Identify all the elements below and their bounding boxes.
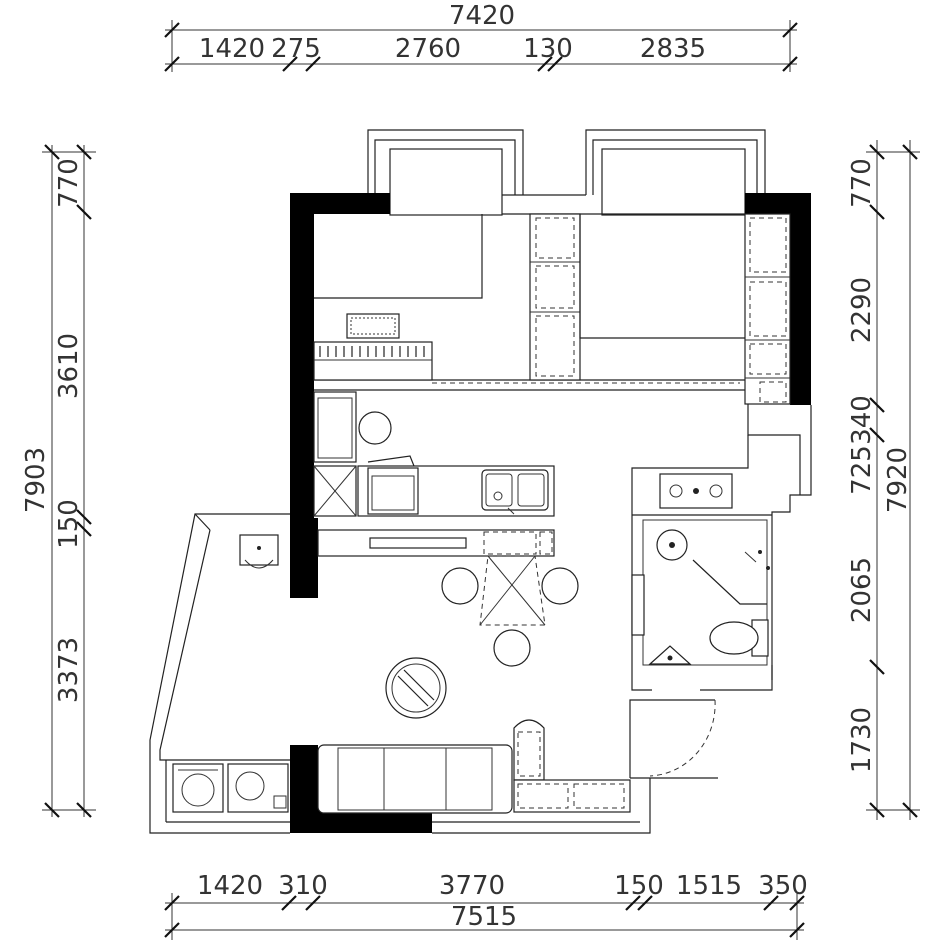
right-dimension-5: 2065 [847, 557, 877, 623]
top-dimension-1: 1420 [199, 34, 265, 64]
top-dimension-4: 130 [523, 34, 573, 64]
top-dimension-5: 2835 [640, 34, 706, 64]
bottom-dimension-4: 150 [614, 871, 664, 901]
bottom-total-dimension: 7515 [451, 902, 517, 932]
laundry-basin [227, 763, 289, 813]
bottom-dimension-group: 1420 310 3770 150 1515 350 7515 [164, 871, 808, 940]
left-dimension-1: 770 [54, 158, 84, 208]
toilet [709, 621, 759, 655]
top-dimension-group: 7420 1420 275 2760 130 2835 [164, 1, 798, 72]
right-dimension-4: 340 [847, 395, 877, 445]
wardrobe-left [529, 213, 581, 381]
bottom-dimension-2: 310 [278, 871, 328, 901]
corner-basin [648, 645, 692, 665]
bathroom-door [631, 574, 645, 636]
right-dimension-group: 770 2290 725 340 2065 1730 7920 [847, 140, 920, 820]
kitchen [313, 391, 555, 557]
dining-chair [441, 567, 479, 605]
bottom-dimension-5: 1515 [676, 871, 742, 901]
dining-area [441, 555, 579, 667]
washing-machine [172, 763, 224, 813]
left-dimension-3: 150 [54, 499, 84, 549]
top-dimension-2: 275 [271, 34, 321, 64]
sofa [317, 744, 513, 814]
oven [367, 467, 419, 515]
bedroom [313, 213, 791, 405]
wardrobe-right [744, 213, 791, 405]
bathroom-area [631, 473, 770, 665]
right-dimension-1: 770 [847, 158, 877, 208]
dining-chair [541, 567, 579, 605]
bottom-dimension-1: 1420 [197, 871, 263, 901]
bay-windows [367, 129, 766, 216]
fridge [313, 391, 357, 463]
desk-shelf [313, 341, 433, 381]
left-total-dimension: 7903 [21, 447, 51, 513]
living-area [317, 657, 631, 814]
top-dimension-3: 2760 [395, 34, 461, 64]
bottom-dimension-3: 3770 [439, 871, 505, 901]
right-dimension-2: 2290 [847, 277, 877, 343]
sink [481, 469, 549, 511]
bottom-dimension-6: 350 [758, 871, 808, 901]
structural-walls [290, 193, 811, 833]
dining-table [479, 555, 546, 626]
entry-door [649, 699, 716, 777]
bar-stool [358, 411, 392, 445]
side-cabinet [513, 719, 545, 781]
left-dimension-4: 3373 [54, 637, 84, 703]
right-total-dimension: 7920 [883, 447, 913, 513]
right-dimension-3: 725 [847, 445, 877, 495]
dining-chair [493, 629, 531, 667]
left-dimension-2: 3610 [54, 333, 84, 399]
balcony [172, 534, 289, 813]
shoe-cabinet [513, 779, 631, 813]
left-dimension-group: 7903 770 3610 150 3373 [21, 144, 96, 818]
top-total-dimension: 7420 [449, 1, 515, 31]
right-dimension-6: 1730 [847, 707, 877, 773]
round-coffee-table [385, 657, 447, 719]
